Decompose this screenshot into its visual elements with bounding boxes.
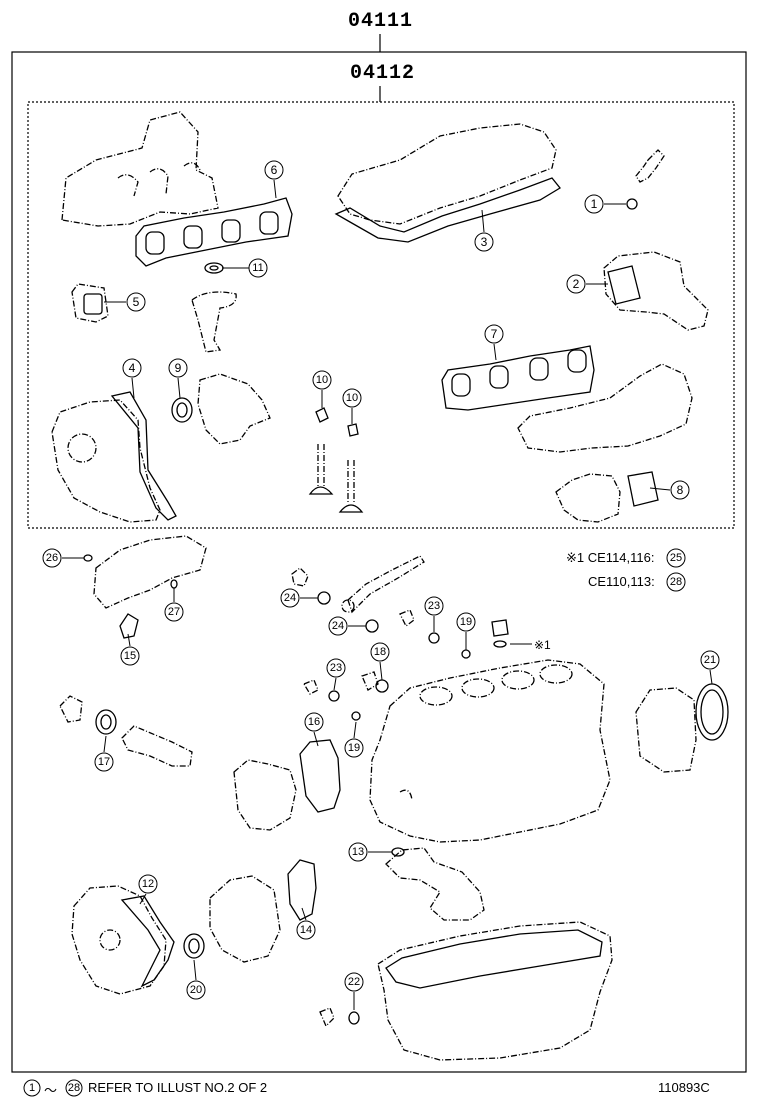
callout-2 [566,274,586,294]
callout-22-label: 22 [348,976,360,988]
callout-24b-label: 24 [332,620,344,632]
callout-24a-label: 24 [284,592,296,604]
callout-21-label: 21 [704,654,716,666]
callout-19b [344,738,364,758]
callout-17-label: 17 [98,756,110,768]
callout-7-label: 7 [491,327,498,341]
callout-19a-label: 19 [460,616,472,628]
note1-text: CE114,116: [587,550,655,565]
mark-ref-label: ※1 [534,638,551,652]
callout-14 [296,920,316,940]
callout-23a [424,596,444,616]
callout-21 [700,650,720,670]
callout-3 [474,232,494,252]
footer-to-bubble [65,1079,83,1097]
callout-23a-label: 23 [428,600,440,612]
callout-26 [42,548,62,568]
footer-reference-text: REFER TO ILLUST NO.2 OF 2 [88,1080,268,1095]
lower-parts [59,535,729,1061]
part-number-04111: 04111 [348,10,414,33]
callout-24b [328,616,348,636]
footer-from-bubble [23,1079,41,1097]
callout-27 [164,602,184,622]
callout-26-label: 26 [46,552,58,564]
callout-leaders [62,179,713,1010]
callout-15 [120,646,140,666]
callout-labels: 6 3 1 11 5 2 7 4 9 10 10 8 26 27 15 24 2… [46,163,716,996]
callout-13-label: 13 [352,846,364,858]
callout-5 [126,292,146,312]
note1-ref-label: 25 [670,552,682,564]
note2-text: CE110,113: [588,574,655,589]
callout-23b [326,658,346,678]
note2-ref-bubble [666,572,686,592]
callout-12 [138,874,158,894]
footer-to-label: 28 [68,1082,80,1094]
callout-8 [670,480,690,500]
callout-20 [186,980,206,1000]
callout-16-label: 16 [308,716,320,728]
callout-bubbles [42,160,720,1000]
callout-14-label: 14 [300,924,312,936]
note1-ref-bubble [666,548,686,568]
callout-1 [584,194,604,214]
callout-7 [484,324,504,344]
callout-6-label: 6 [271,163,278,177]
callout-10b [342,388,362,408]
callout-10a [312,370,332,390]
frame-lines [11,34,747,1073]
callout-11 [248,258,268,278]
callout-3-label: 3 [481,235,488,249]
callout-20-label: 20 [190,984,202,996]
callout-6 [264,160,284,180]
note2-ref-label: 28 [670,576,682,588]
upper-parts [51,111,709,523]
footer-tilde: ～ [44,1083,58,1098]
callout-18 [370,642,390,662]
callout-18-label: 18 [374,646,386,658]
footer-from-label: 1 [29,1082,35,1094]
callout-4-label: 4 [129,361,136,375]
callout-19b-label: 19 [348,742,360,754]
callout-9-label: 9 [175,361,182,375]
callout-4 [122,358,142,378]
callout-16 [304,712,324,732]
callout-11-label: 11 [252,262,263,274]
callout-10a-label: 10 [316,374,328,386]
callout-12-label: 12 [142,878,154,890]
callout-8-label: 8 [677,483,684,497]
callout-23b-label: 23 [330,662,342,674]
callout-10b-label: 10 [346,392,358,404]
callout-9 [168,358,188,378]
callout-2-label: 2 [573,277,580,291]
callout-17 [94,752,114,772]
callout-15-label: 15 [124,650,136,662]
callout-22 [344,972,364,992]
callout-1-label: 1 [591,197,598,211]
callout-13 [348,842,368,862]
callout-19a [456,612,476,632]
note-2: CE110,113: [588,574,655,589]
note-1: ※1 CE114,116: [566,550,654,566]
illustration-code: 110893C [658,1080,710,1095]
callout-24a [280,588,300,608]
callout-5-label: 5 [133,295,140,309]
part-number-04112: 04112 [350,62,416,85]
note1-prefix: ※1 [566,550,585,565]
callout-27-label: 27 [168,606,180,618]
